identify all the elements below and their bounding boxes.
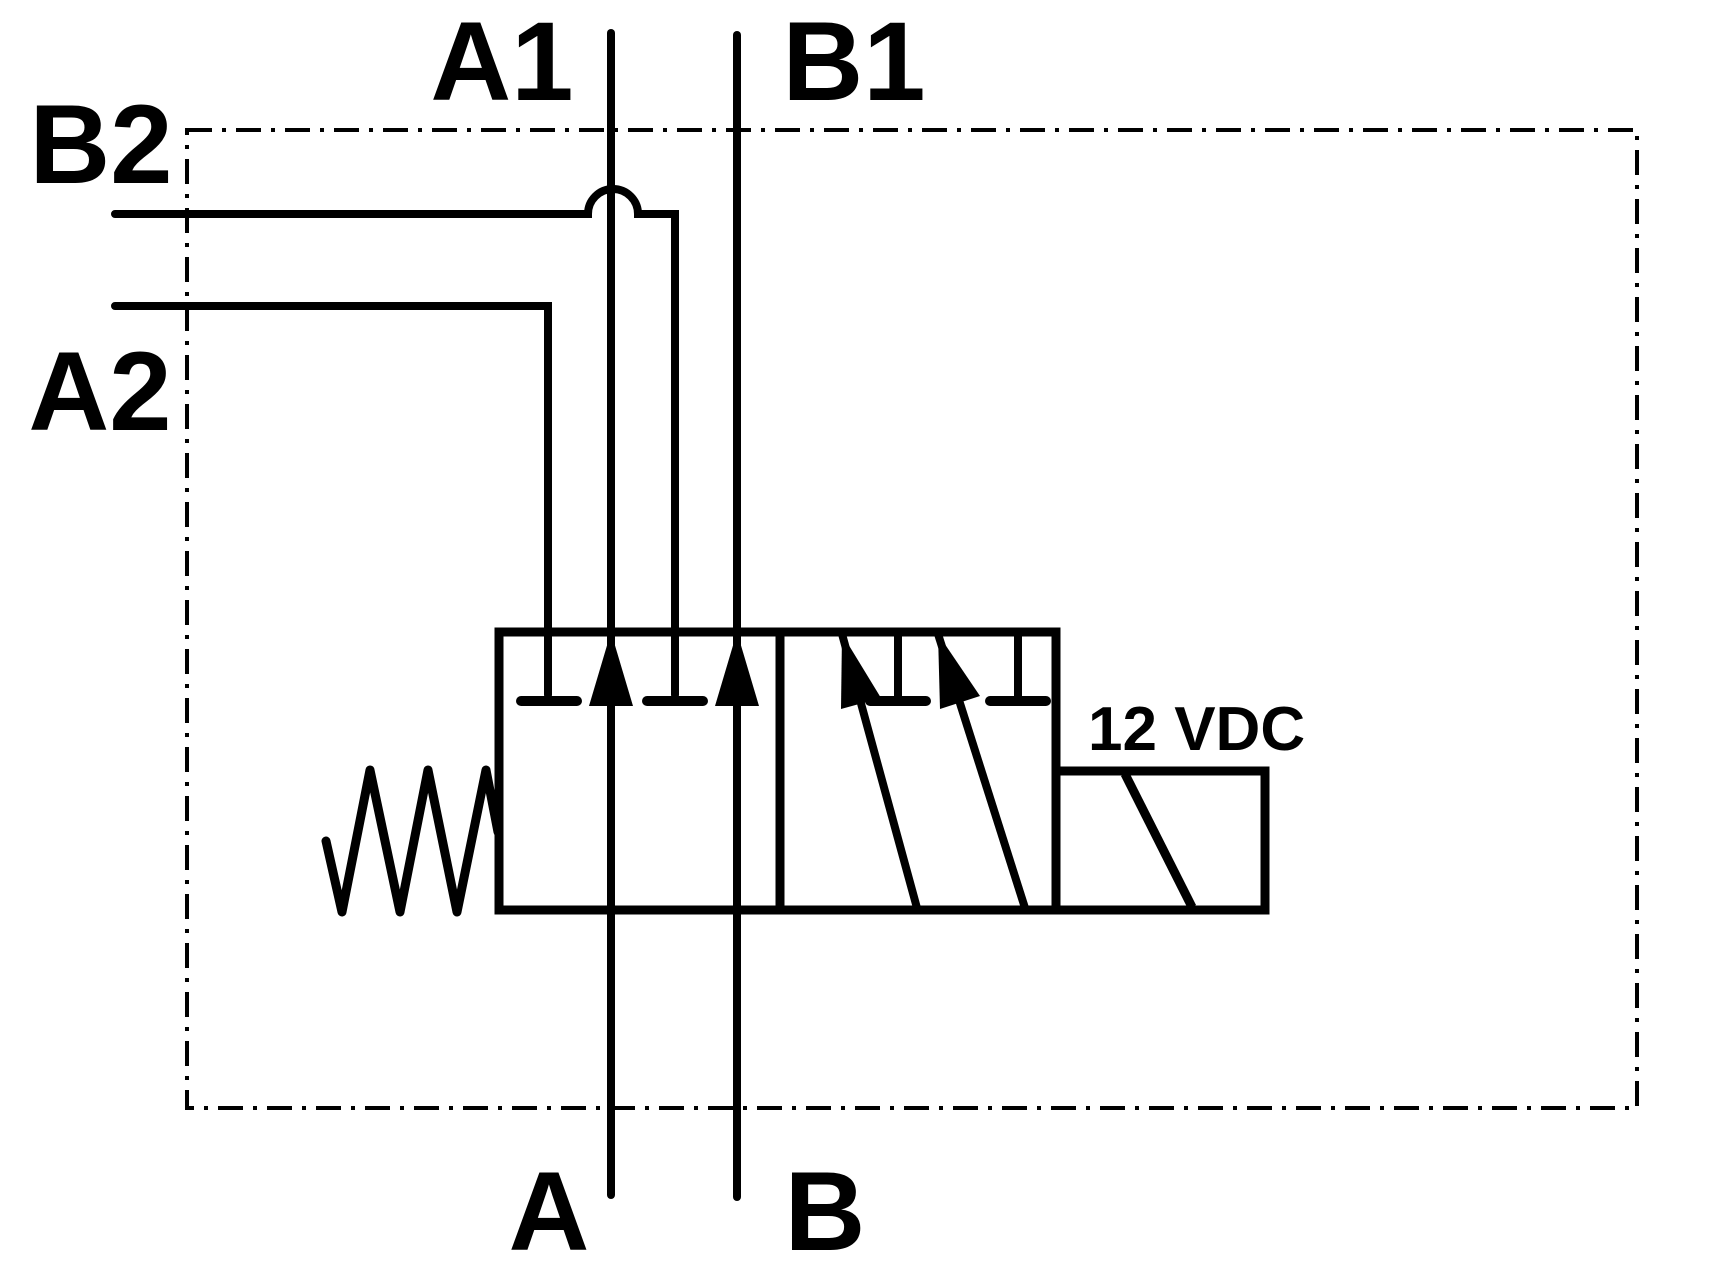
port-line-a2	[111, 302, 552, 699]
port-line-b2	[111, 185, 679, 699]
label-port-b2: B2	[29, 82, 172, 207]
flow-arrow-icon	[715, 632, 759, 706]
flow-arrow-icon	[589, 632, 633, 706]
flow-arrow-icon	[841, 634, 881, 709]
label-port-a: A	[509, 1149, 590, 1274]
flow-arrow-icon	[938, 634, 980, 709]
solenoid-coil-icon	[1051, 766, 1270, 915]
label-port-b1: B1	[782, 0, 925, 124]
solenoid-diagonal	[1120, 771, 1197, 910]
label-port-b: B	[785, 1149, 866, 1274]
label-port-a1: A1	[430, 0, 573, 124]
label-solenoid-voltage: 12 VDC	[1088, 695, 1305, 764]
label-port-a2: A2	[28, 329, 171, 454]
spring-return-icon	[321, 765, 503, 917]
dash-dot-enclosure-icon	[185, 128, 1639, 1110]
